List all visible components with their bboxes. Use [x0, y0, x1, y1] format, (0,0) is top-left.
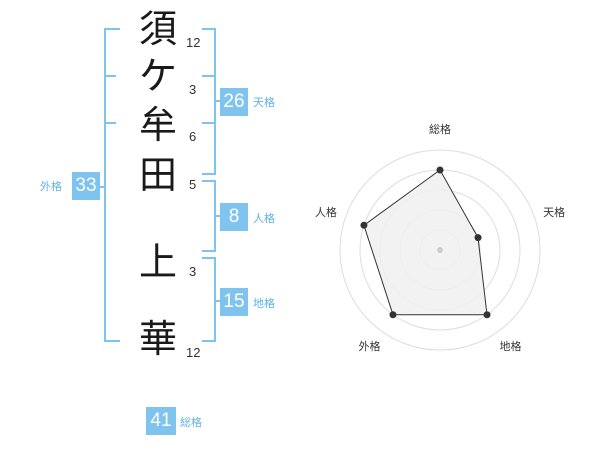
chikaku-bracket: [202, 257, 216, 342]
gaikaku-badge: 33: [72, 172, 100, 200]
chikaku-connector: [214, 300, 220, 302]
radar-point-1: [436, 166, 444, 174]
tenkaku-bracket-tick: [202, 122, 214, 124]
jinkaku-connector: [214, 215, 220, 217]
stroke-count-6: 12: [186, 345, 201, 360]
radar-axis-label-4: 外格: [359, 339, 381, 353]
chikaku-badge: 15: [220, 288, 248, 316]
stroke-count-1: 12: [186, 35, 201, 50]
radar-area: [363, 169, 488, 316]
soukaku-badge: 41: [146, 407, 176, 435]
name-char-5: 上: [138, 240, 177, 284]
jinkaku-label: 人格: [253, 212, 275, 225]
radar-point-5: [360, 221, 368, 229]
radar-axis-label-5: 人格: [315, 205, 337, 219]
radar-point-4: [389, 311, 397, 319]
tenkaku-connector: [214, 100, 220, 102]
radar-axis-label-1: 総格: [429, 122, 451, 136]
name-char-3: 牟: [138, 103, 177, 147]
name-char-6: 華: [138, 317, 177, 361]
radar-point-3: [483, 311, 491, 319]
stroke-count-2: 3: [189, 82, 197, 97]
radar-center: [437, 247, 443, 253]
radar-axis-label-2: 天格: [543, 205, 565, 219]
soukaku-label: 総格: [180, 416, 202, 429]
gaikaku-bracket: [104, 28, 120, 342]
stroke-count-3: 6: [189, 129, 197, 144]
gaikaku-label: 外格: [40, 180, 62, 193]
gaikaku-bracket-tick: [104, 122, 116, 124]
radar-points: [360, 166, 491, 319]
name-char-1: 須: [138, 7, 177, 51]
stroke-count-5: 3: [189, 264, 197, 279]
gaikaku-bracket-tick: [104, 75, 116, 77]
tenkaku-bracket-tick: [202, 75, 214, 77]
radar-point-2: [474, 234, 482, 242]
radar-axis-label-3: 地格: [500, 339, 522, 353]
tenkaku-badge: 26: [220, 88, 248, 116]
stroke-count-4: 5: [189, 177, 197, 192]
radar-grid-ring: [339, 149, 541, 351]
tenkaku-label: 天格: [253, 96, 275, 109]
name-char-2: ケ: [138, 54, 177, 98]
gaikaku-connector: [98, 186, 106, 188]
jinkaku-badge: 8: [220, 203, 248, 231]
chikaku-label: 地格: [253, 297, 275, 310]
name-char-4: 田: [138, 153, 177, 197]
